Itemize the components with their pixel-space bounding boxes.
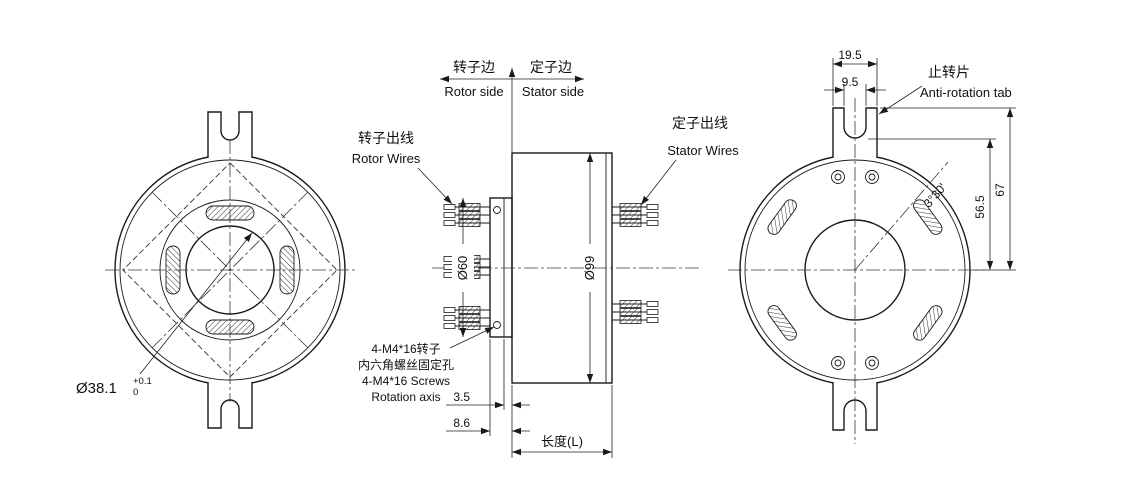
anti-rotation-tab [832, 107, 878, 158]
screws-note: 4-M4*16转子 内六角螺丝固定孔 4-M4*16 Screws Rotati… [358, 326, 495, 404]
slot-width-label: 9.5 [842, 75, 859, 89]
rotor-wires-label-en: Rotor Wires [352, 151, 421, 166]
stator-wires-label-cn: 定子出线 [672, 115, 728, 131]
body-dia-label: Ø99 [582, 256, 597, 281]
slot-width-dimension: 9.5 [824, 75, 886, 106]
rotor-wires-callout: 转子出线 Rotor Wires [352, 130, 453, 205]
rotor-wires-label-cn: 转子出线 [358, 130, 414, 146]
tab-width-dimension: 19.5 [832, 48, 878, 106]
flange-screw-top [493, 206, 501, 214]
rotor-side-label-en: Rotor side [444, 84, 503, 99]
screws-note-line1: 4-M4*16转子 [371, 341, 440, 356]
screws-note-line3: 4-M4*16 Screws [362, 374, 450, 388]
boss-dim-label: 8.6 [453, 416, 470, 430]
anti-rotation-callout: 止转片 Anti-rotation tab [878, 64, 1012, 115]
length-dim-label: 长度(L) [541, 434, 583, 449]
flange-dia-label: Ø60 [455, 256, 470, 281]
screws-note-line2: 内六角螺丝固定孔 [358, 357, 454, 372]
bore-dimension: Ø38.1 +0.1 0 [76, 232, 253, 398]
bottom-dimensions: 3.5 8.6 长度(L) [446, 339, 613, 458]
section-view: 转子边 Rotor side 定子边 Stator side 转子出线 Roto… [352, 59, 739, 458]
anti-rotation-label-cn: 止转片 [928, 64, 970, 80]
rotor-flange [489, 197, 513, 338]
dim-56-5-label: 56.5 [973, 195, 987, 219]
screws-note-line4: Rotation axis [371, 390, 440, 404]
rotor-side-label-cn: 转子边 [453, 59, 495, 75]
plate-dim-label: 3.5 [453, 390, 470, 404]
bore-tol-lower: 0 [133, 387, 138, 398]
bore-dim-label: Ø38.1 [76, 380, 117, 397]
stator-side-label-en: Stator side [522, 84, 584, 99]
front-view: Ø38.1 +0.1 0 [76, 111, 358, 429]
rear-view: 3°30' 19.5 9.5 止转片 Anti-rotation tab [728, 48, 1016, 444]
stator-wire-bundles [612, 204, 658, 324]
stator-wires-callout: 定子出线 Stator Wires [640, 115, 739, 206]
angle-reference-line [854, 161, 949, 271]
stator-side-label-cn: 定子边 [530, 59, 572, 75]
flange-dia-dimension: Ø60 [452, 198, 474, 337]
stator-wires-label-en: Stator Wires [667, 143, 739, 158]
height-dimensions: 67 56.5 [868, 107, 1016, 271]
anti-rotation-label-en: Anti-rotation tab [920, 85, 1012, 100]
side-divider: 转子边 Rotor side 定子边 Stator side [440, 59, 584, 152]
bore-leader-line [139, 232, 253, 375]
flange-screw-bottom [493, 321, 501, 329]
body-dia-dimension: Ø99 [582, 153, 597, 383]
tab-width-label: 19.5 [838, 48, 862, 62]
bore-tol-upper: +0.1 [133, 376, 152, 387]
dim-67-label: 67 [993, 183, 1007, 197]
rear-screw-holes [831, 170, 879, 370]
